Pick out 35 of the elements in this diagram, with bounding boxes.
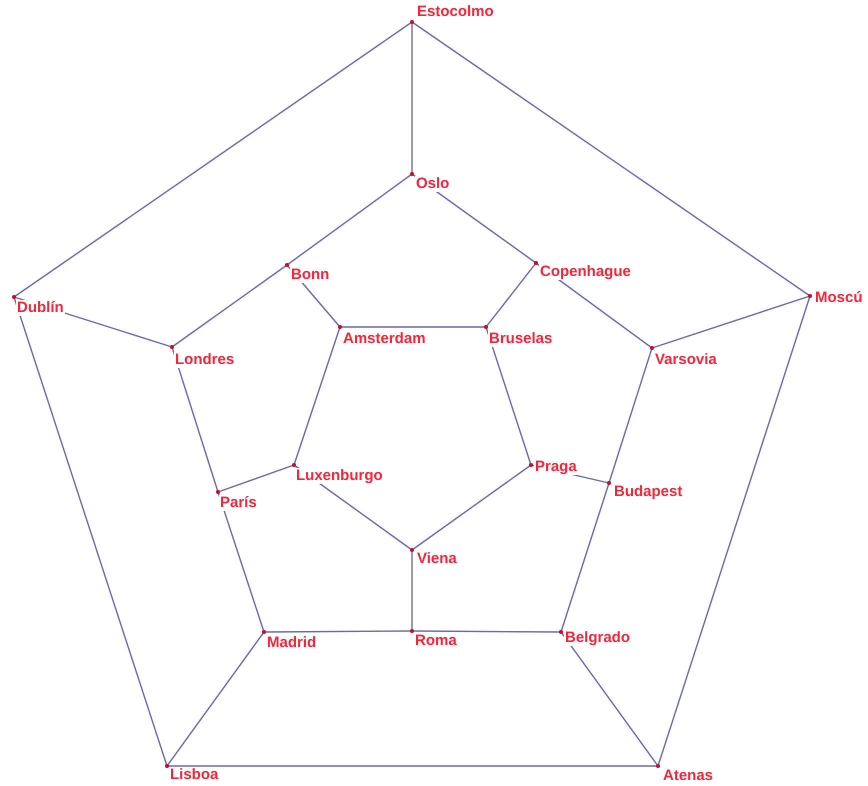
- connector-line: [217, 492, 265, 632]
- city-label: Londres: [174, 352, 236, 368]
- connector-line: [264, 630, 412, 633]
- connector-line: [560, 632, 659, 766]
- connector-line: [167, 765, 658, 767]
- connector-line: [411, 550, 413, 631]
- city-label: Bruselas: [488, 331, 554, 347]
- city-label: Belgrado: [564, 630, 632, 646]
- city-label: Luxenburgo: [295, 468, 384, 484]
- city-label: Copenhague: [539, 264, 632, 280]
- city-label: Praga: [534, 459, 578, 475]
- connector-line: [657, 296, 811, 766]
- connector-line: [286, 173, 412, 266]
- city-label: Bonn: [290, 267, 330, 283]
- connector-line: [412, 464, 532, 551]
- city-label: París: [219, 495, 258, 511]
- connector-line: [485, 262, 537, 328]
- connector-line: [652, 295, 810, 349]
- connector-line: [411, 22, 413, 174]
- city-label: Budapest: [613, 484, 684, 500]
- connector-line: [171, 346, 219, 492]
- connector-line: [172, 264, 288, 348]
- connector-line: [340, 326, 486, 328]
- connector-line: [412, 21, 810, 297]
- connector-line: [166, 632, 265, 766]
- connector-line: [485, 326, 532, 466]
- city-label: Dublín: [16, 300, 65, 316]
- connector-line: [14, 21, 412, 298]
- connector-line: [560, 482, 610, 632]
- connector-line: [218, 464, 294, 493]
- connector-line: [13, 296, 168, 766]
- connector-line: [293, 326, 341, 466]
- connector-line: [608, 348, 653, 484]
- connector-line: [412, 630, 561, 633]
- city-label: Oslo: [415, 176, 450, 192]
